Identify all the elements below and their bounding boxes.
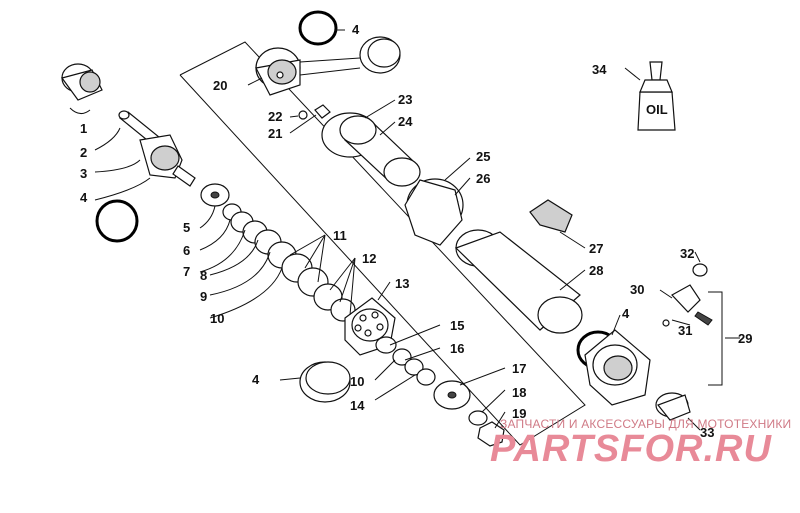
- label-25: 25: [476, 149, 490, 164]
- label-10-right: 10: [350, 374, 364, 389]
- piston: [344, 297, 396, 356]
- label-7: 7: [183, 264, 190, 279]
- shim-stack: [200, 183, 356, 322]
- bushing-33: [655, 392, 691, 421]
- nut-19: [477, 421, 505, 447]
- label-22: 22: [268, 109, 282, 124]
- label-4-top: 4: [352, 22, 360, 37]
- washer-18: [468, 410, 488, 426]
- label-32: 32: [680, 246, 694, 261]
- label-1: 1: [80, 121, 87, 136]
- wear-band-left: [299, 361, 351, 403]
- label-21: 21: [268, 126, 282, 141]
- label-14: 14: [350, 398, 365, 413]
- leader-lines: [69, 29, 740, 431]
- assembly-panel-frame: [179, 41, 586, 446]
- label-23: 23: [398, 92, 412, 107]
- label-11: 11: [333, 228, 347, 243]
- lock-ring-26: [404, 179, 463, 246]
- oil-bottle-icon: [637, 61, 676, 131]
- label-28: 28: [589, 263, 603, 278]
- label-31: 31: [678, 323, 692, 338]
- cap-32: [692, 263, 708, 277]
- watermark-caption: ЗАПЧАСТИ И АКСЕССУАРЫ ДЛЯ МОТОТЕХНИКИ: [500, 417, 792, 431]
- label-34: 34: [592, 62, 607, 77]
- label-5: 5: [183, 220, 190, 235]
- label-4-left: 4: [80, 190, 88, 205]
- o-ring-left: [95, 199, 139, 243]
- label-13: 13: [395, 276, 409, 291]
- label-2: 2: [80, 145, 87, 160]
- shock-body: [584, 329, 651, 406]
- label-30: 30: [630, 282, 644, 297]
- label-9: 9: [200, 289, 207, 304]
- adjuster-30: [671, 284, 701, 313]
- ball-31: [662, 319, 670, 327]
- spring-retainer-27: [529, 199, 573, 233]
- label-33: 33: [700, 425, 714, 440]
- valve-21: [314, 104, 331, 119]
- shaft-eyelet: [139, 134, 196, 187]
- bladder-24: [339, 115, 421, 187]
- rod-end-bushing: [61, 63, 103, 101]
- label-17: 17: [512, 361, 526, 376]
- bearing-ring-top: [359, 36, 401, 74]
- label-3: 3: [80, 166, 87, 181]
- label-10-left: 10: [210, 311, 224, 326]
- watermark-brand: PARTSFOR.RU: [490, 428, 772, 470]
- label-24: 24: [398, 114, 413, 129]
- o-ring-22: [298, 110, 308, 120]
- o-ring-top: [298, 10, 338, 46]
- bracket-29: [708, 291, 723, 386]
- label-4-right: 4: [622, 306, 630, 321]
- label-4-bottom: 4: [252, 372, 260, 387]
- lower-shims: [375, 336, 436, 386]
- rebound-washer: [433, 380, 471, 410]
- label-19: 19: [512, 406, 526, 421]
- label-20: 20: [213, 78, 227, 93]
- reservoir-cap: [255, 47, 301, 96]
- label-12: 12: [362, 251, 376, 266]
- oil-bottle-label: OIL: [646, 102, 668, 117]
- label-8: 8: [200, 268, 207, 283]
- label-6: 6: [183, 243, 190, 258]
- label-27: 27: [589, 241, 603, 256]
- label-29: 29: [738, 331, 752, 346]
- spring-28: [454, 229, 583, 334]
- spring-pin-31: [694, 311, 713, 326]
- label-15: 15: [450, 318, 464, 333]
- label-16: 16: [450, 341, 464, 356]
- label-26: 26: [476, 171, 490, 186]
- label-18: 18: [512, 385, 526, 400]
